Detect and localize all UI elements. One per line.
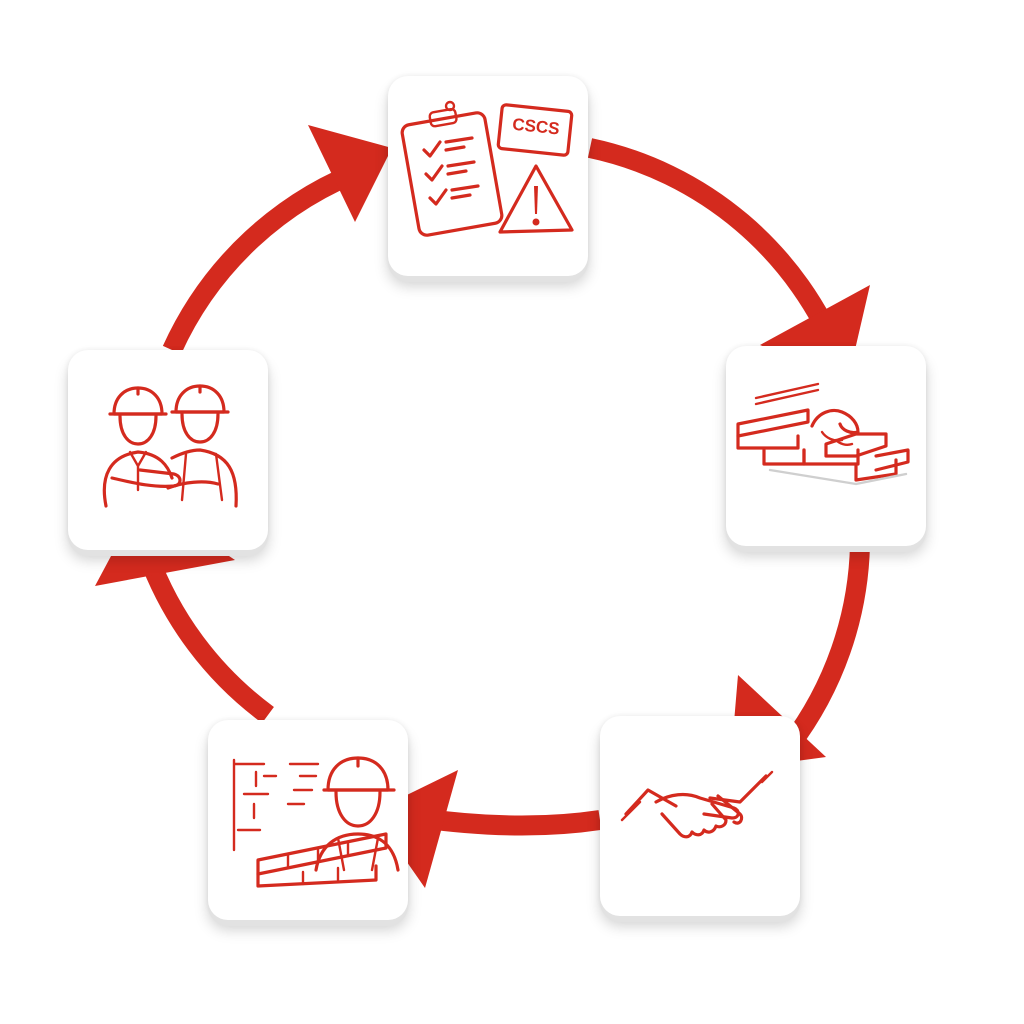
- cycle-arc-3: [418, 808, 602, 836]
- clipboard-checklist-icon: [400, 100, 504, 237]
- cscs-card-label: CSCS: [511, 115, 560, 139]
- construction-workers-team-icon: [102, 384, 238, 508]
- step-bricklaying-tile[interactable]: [726, 346, 926, 546]
- cycle-arc-5: [162, 158, 372, 355]
- safety-checklist-illustration: CSCS: [400, 100, 574, 237]
- cycle-arc-4: [138, 551, 274, 724]
- handshake-icon: [620, 770, 774, 839]
- step-team-tile[interactable]: [68, 350, 268, 550]
- cscs-card-icon: CSCS: [496, 103, 574, 157]
- cycle-arc-2: [782, 544, 870, 752]
- bricks-hand-icon: [736, 382, 910, 486]
- cycle-arrowhead-3: [372, 770, 458, 888]
- builder-wall-icon: [232, 756, 400, 888]
- step-bricklayer-at-work-tile[interactable]: [208, 720, 408, 920]
- warning-triangle-icon: [498, 164, 574, 234]
- step-safety-checklist-tile[interactable]: CSCS: [388, 76, 588, 276]
- step-agreement-tile[interactable]: [600, 716, 800, 916]
- cycle-arrowhead-5: [308, 125, 392, 222]
